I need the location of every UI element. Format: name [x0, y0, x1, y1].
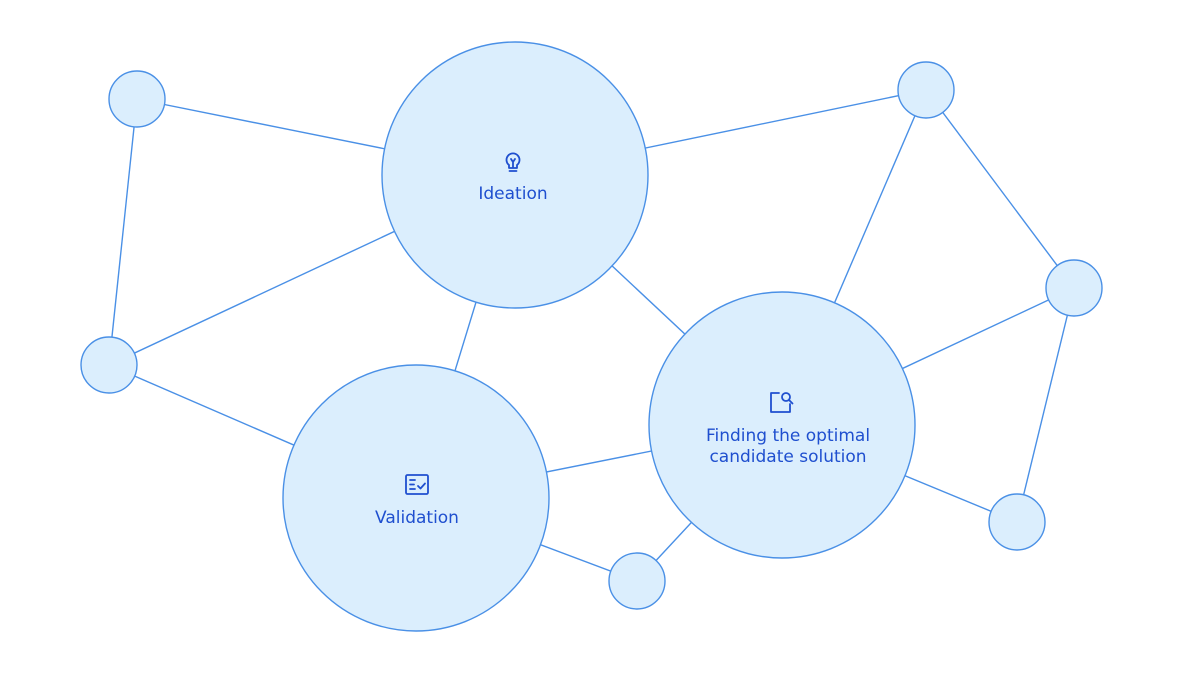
lightbulb-icon [505, 152, 521, 172]
search-document-icon [770, 392, 794, 413]
small-node [1045, 259, 1103, 317]
validation-node: Validation [282, 364, 550, 632]
finding-label-line-1: Finding the optimal [706, 426, 870, 446]
finding-label-line-2: candidate solution [709, 447, 866, 467]
edge [925, 89, 1075, 289]
edge [108, 98, 138, 366]
small-node [988, 493, 1046, 551]
small-node [108, 70, 166, 128]
finding-node: Finding the optimal candidate solution [648, 291, 916, 559]
checklist-icon [405, 474, 429, 495]
ideation-label: Ideation [478, 184, 547, 204]
validation-label: Validation [375, 508, 459, 528]
edge [1016, 287, 1075, 523]
small-node [80, 336, 138, 394]
small-nodes [80, 61, 1103, 610]
small-node [897, 61, 955, 119]
small-node [608, 552, 666, 610]
ideation-node: Ideation [381, 41, 649, 309]
